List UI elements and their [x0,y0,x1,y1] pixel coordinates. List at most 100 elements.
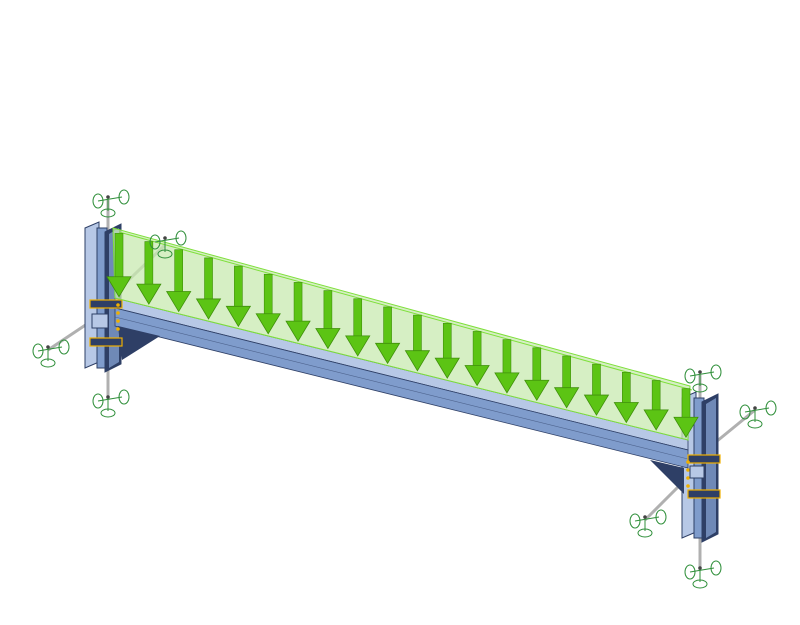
load-arrow-head [524,379,550,402]
bolt [686,460,690,464]
load-arrow-shaft [323,290,333,331]
support-symbol-icon[interactable] [32,339,70,368]
beam-haunch-left [118,326,160,360]
load-arrow-icon [613,371,640,424]
load-arrow-icon [434,322,460,379]
support-axis [689,567,715,573]
supports[interactable] [32,189,777,589]
support-node [106,195,110,199]
load-panel [112,227,691,441]
support-node [698,566,702,570]
support-symbol-icon[interactable] [739,400,777,429]
load-arrow-head [255,313,281,335]
support-ring [92,393,104,409]
support-ring [692,383,708,393]
support-symbol-icon[interactable] [92,389,130,418]
load-arrow-shaft [681,388,691,420]
bolt [116,311,120,315]
load-top-edge [118,231,693,391]
support-ring [175,230,187,246]
load-arrow-shaft [651,380,661,413]
support-node [643,515,647,519]
tube-connector-right [689,465,705,479]
support-ring [58,339,70,355]
load-arrow-head [136,283,162,305]
support-symbol-icon[interactable] [92,189,130,218]
load-arrow-icon [255,273,281,335]
support-ring [710,364,722,380]
bolt [686,468,690,472]
load-arrow-head [673,416,699,439]
load-arrow-head [315,328,341,350]
bolt [116,319,120,323]
connection-plate [89,337,123,347]
support-ring [118,189,130,205]
tube-connector-left [91,313,109,329]
support-axis [744,407,770,413]
load-arrow-head [195,298,222,320]
load-arrow-icon [285,282,311,342]
load-arrow-shaft [353,298,363,339]
load-arrow-head [106,276,132,298]
support-ring [40,358,56,368]
connection-plate [89,299,123,309]
load-arrow-icon [374,306,401,365]
support-ring [684,564,696,580]
support-ring [637,528,653,538]
column-flange-face [706,398,716,538]
load-arrow-shaft [622,371,631,405]
load-arrow-shaft [502,339,512,376]
connection-plate [687,454,721,464]
load-arrow-shaft [204,257,213,302]
load-arrow-shaft [562,355,571,390]
bolt [686,484,690,488]
support-symbol-icon[interactable] [149,230,187,259]
load-arrow-shaft [442,322,452,361]
beam-haunch-right [650,460,684,494]
load-arrow-head [613,402,640,424]
load-arrow-shaft [293,282,303,324]
bolt [686,476,690,480]
load-arrow-head [553,387,580,409]
support-axis [97,196,123,202]
load-arrow-head [494,372,520,394]
support-ring [100,408,116,418]
load-arrow-icon [106,233,132,298]
support-ring [684,368,696,384]
support-symbol-icon[interactable] [684,560,722,589]
load-arrow-icon [673,388,699,439]
support-ring [692,579,708,589]
load-arrow-icon [494,339,520,394]
distributed-load[interactable] [106,227,699,441]
support-node [753,406,757,410]
load-arrow-icon [195,257,222,320]
load-arrow-head [345,335,371,357]
support-ring [157,249,173,259]
support-ring [629,513,641,529]
load-arrow-icon [345,298,371,357]
load-arrow-head [285,320,311,342]
bolt [116,327,120,331]
load-arrow-shaft [592,363,601,398]
load-arrow-icon [583,363,610,416]
load-arrow-icon [225,265,252,328]
load-arrow-icon [315,290,341,350]
load-arrow-icon [553,355,580,409]
load-arrow-shaft [413,314,422,353]
support-ring [118,389,130,405]
support-node [163,236,167,240]
support-axis [37,346,63,352]
load-arrow-head [404,350,431,372]
load-arrow-head [165,291,192,313]
support-ring [710,560,722,576]
load-arrow-icon [136,241,162,305]
support-symbol-icon[interactable] [629,509,667,538]
support-node [698,370,702,374]
load-arrow-head [225,305,252,328]
support-node [46,345,50,349]
support-ring [149,234,161,250]
support-symbol-icon[interactable] [684,364,722,393]
load-arrow-icon [524,347,550,402]
